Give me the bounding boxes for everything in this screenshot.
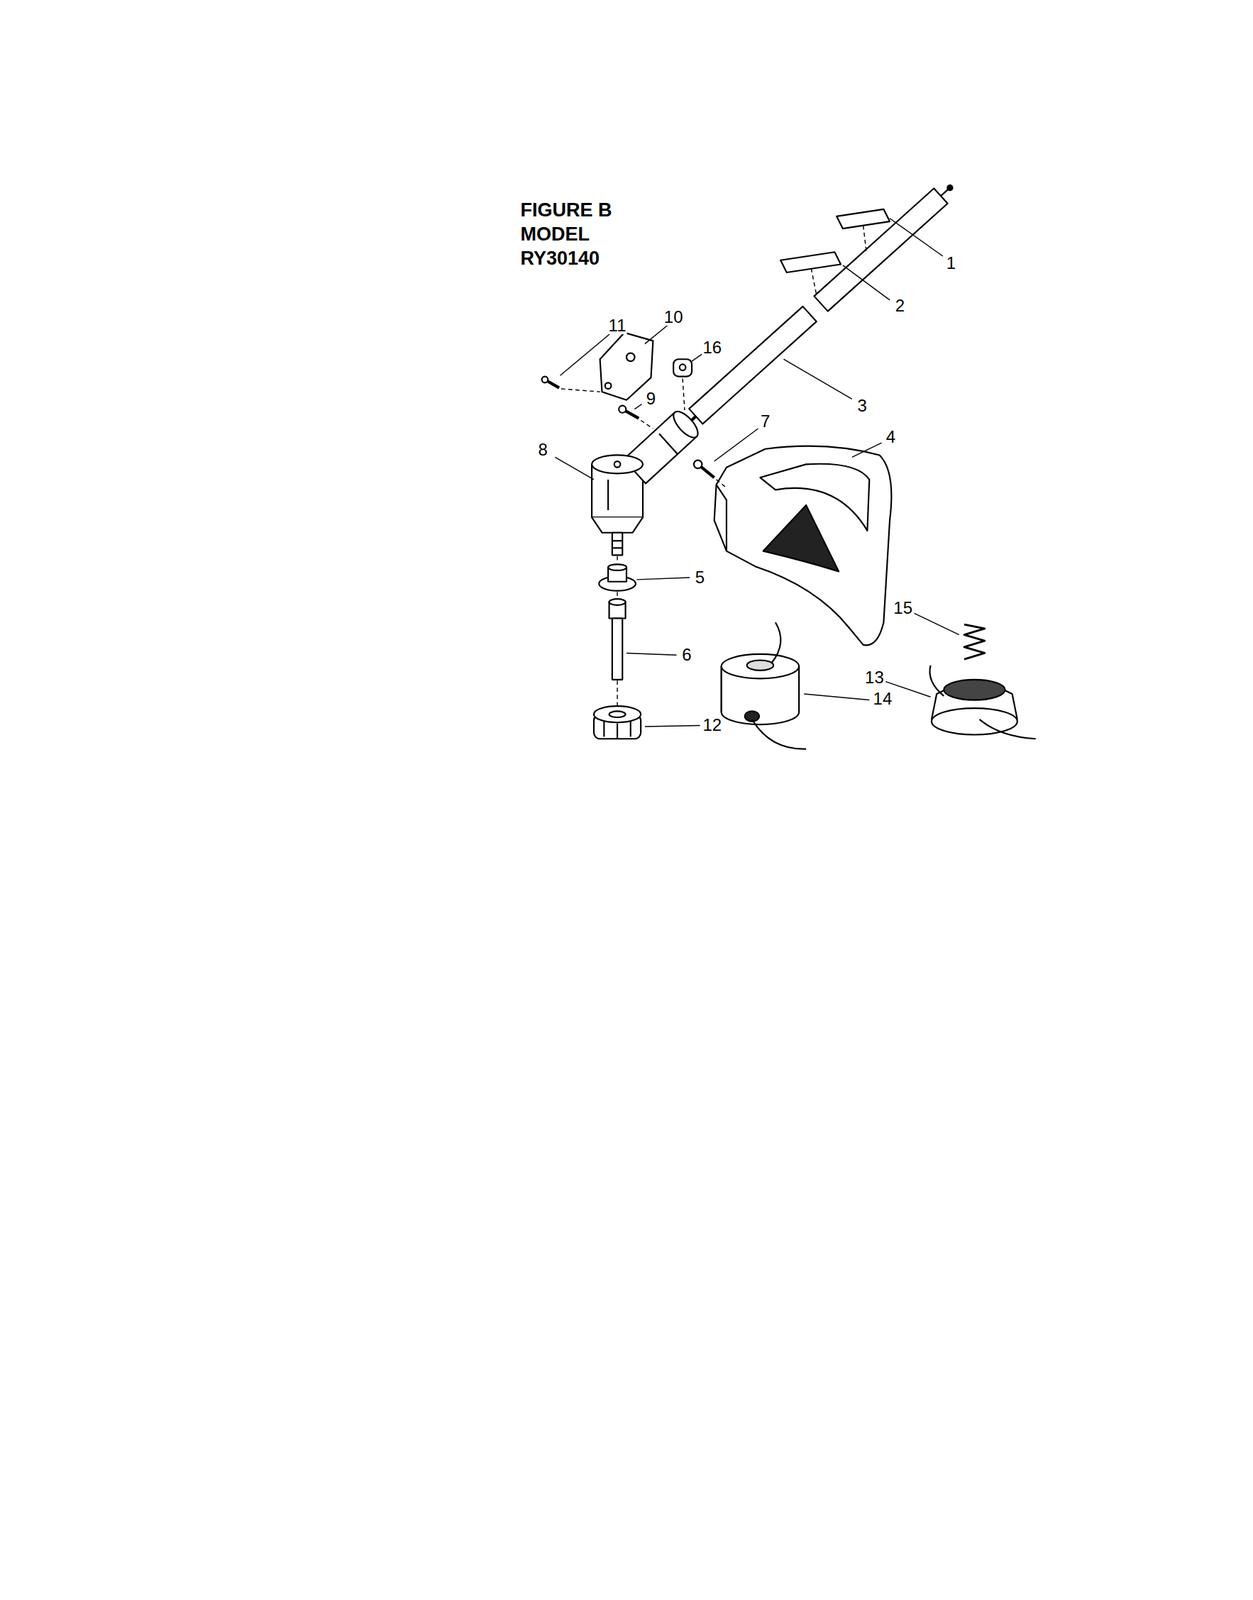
leader-line <box>644 725 701 727</box>
leader-line <box>626 652 677 655</box>
grass-guard <box>714 446 892 646</box>
leader-line <box>635 404 643 410</box>
nut <box>679 363 687 371</box>
screw <box>693 460 703 469</box>
assembly-line <box>640 420 653 430</box>
assembly-line <box>561 388 601 392</box>
figure-title: FIGURE B MODEL RY30140 <box>520 197 641 271</box>
leader-line <box>636 577 690 580</box>
gear-head <box>591 517 643 533</box>
callout-number: 8 <box>537 441 548 459</box>
callout-number: 11 <box>608 317 628 335</box>
callout-number: 3 <box>857 397 868 415</box>
coupling-ring <box>659 433 678 455</box>
spool <box>721 654 799 680</box>
spindle <box>612 539 623 542</box>
screw <box>618 405 626 413</box>
bolt <box>609 598 626 606</box>
spring <box>964 624 985 660</box>
callout-number: 12 <box>701 716 723 734</box>
grass-guard <box>716 484 727 551</box>
callout-number: 14 <box>872 690 894 708</box>
knob <box>630 720 632 737</box>
spool-housing <box>931 708 1018 735</box>
callout-number: 13 <box>864 669 885 687</box>
assembly-line <box>810 268 816 294</box>
trimmer-line <box>929 665 944 697</box>
spool <box>747 659 774 670</box>
assembly-line <box>863 225 867 252</box>
callout-number: 10 <box>663 308 684 326</box>
leader-line <box>803 693 870 701</box>
gear-head <box>607 479 609 511</box>
callout-number: 7 <box>759 412 771 430</box>
spool <box>720 666 723 713</box>
callout-number: 15 <box>892 599 914 617</box>
leader-line <box>783 359 852 399</box>
bracket <box>605 382 612 389</box>
spindle <box>612 532 623 556</box>
leader-line <box>889 218 943 257</box>
shaft-tube <box>813 188 948 311</box>
knob <box>609 710 626 718</box>
shaft-tube <box>688 306 817 425</box>
spool <box>798 666 800 713</box>
assembly-line <box>616 591 618 599</box>
coupling-arm <box>669 407 703 442</box>
callout-number: 6 <box>681 646 692 664</box>
leader-line <box>714 428 759 462</box>
trimmer-line <box>979 719 1036 739</box>
trimmer-line <box>771 622 781 664</box>
spool-housing <box>943 679 1005 701</box>
leader-line <box>691 354 702 362</box>
assembly-line <box>616 556 618 564</box>
label-sticker <box>780 251 841 273</box>
leader-line <box>852 442 882 457</box>
assembly-line <box>716 479 727 489</box>
callout-number: 16 <box>701 339 723 357</box>
leader-line <box>644 325 668 345</box>
leader-line <box>914 613 960 635</box>
knob <box>603 720 605 737</box>
assembly-line <box>616 680 618 706</box>
leader-line <box>560 333 611 376</box>
bracket <box>626 353 636 362</box>
leader-line <box>842 265 890 301</box>
gear-head <box>591 454 643 474</box>
knob <box>593 705 641 723</box>
gear-head <box>614 461 621 468</box>
trimmer-line <box>752 719 807 750</box>
callout-number: 9 <box>645 390 657 408</box>
assembly-line <box>682 378 685 411</box>
callout-number: 2 <box>894 297 906 315</box>
callout-number: 1 <box>945 254 957 272</box>
grass-guard <box>763 505 839 572</box>
grass-guard <box>759 464 870 531</box>
nut <box>673 359 692 377</box>
spindle <box>612 547 623 549</box>
bolt <box>612 618 623 680</box>
callout-number: 5 <box>694 569 706 587</box>
leader-line <box>554 456 594 480</box>
callout-number: 4 <box>885 428 897 446</box>
shaft-pin <box>947 185 953 191</box>
knob <box>616 723 618 740</box>
washer <box>608 564 627 571</box>
screw <box>542 376 549 384</box>
